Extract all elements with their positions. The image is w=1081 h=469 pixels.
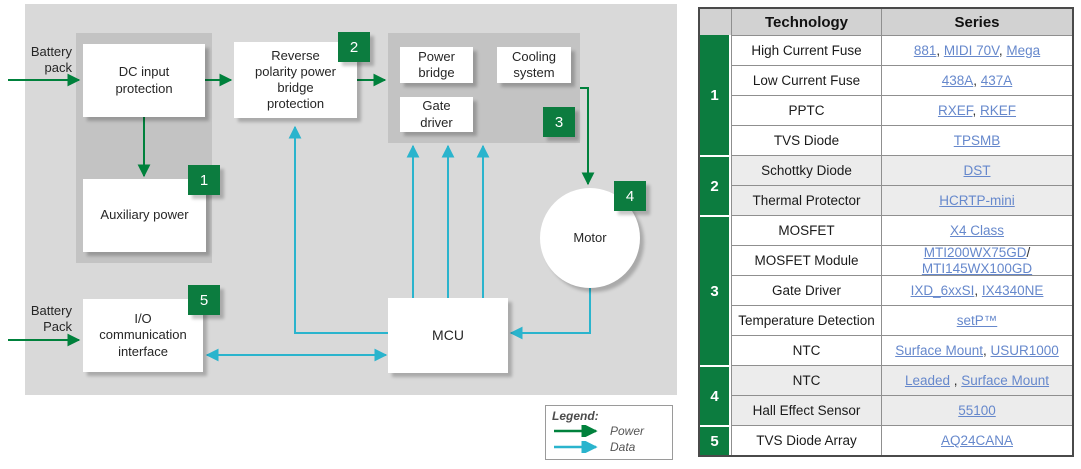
series-link[interactable]: IXD_6xxSI	[910, 282, 975, 298]
battery-pack-top-label: Battery pack	[30, 44, 72, 75]
technology-cell: Gate Driver	[731, 275, 881, 305]
series-link[interactable]: setP™	[956, 312, 998, 328]
technology-cell: MOSFET	[731, 215, 881, 245]
technology-cell: TVS Diode Array	[731, 425, 881, 455]
technology-cell: Hall Effect Sensor	[731, 395, 881, 425]
technology-cell: NTC	[731, 365, 881, 395]
legend-data-label: Data	[610, 440, 636, 454]
series-cell: setP™	[881, 305, 1072, 335]
table-group-badge-2: 2	[700, 155, 731, 215]
dc-input-protection-box: DC input protection	[83, 44, 205, 117]
series-link[interactable]: Mega	[1006, 42, 1041, 58]
series-cell: AQ24CANA	[881, 425, 1072, 455]
series-link[interactable]: 55100	[958, 402, 996, 418]
battery-pack-bottom-label: Battery Pack	[30, 303, 72, 334]
series-link[interactable]: TPSMB	[953, 132, 1001, 148]
series-separator: /	[1026, 244, 1031, 260]
table-group-badge-3: 3	[700, 215, 731, 365]
technology-cell: MOSFET Module	[731, 245, 881, 275]
badge-4: 4	[614, 181, 646, 211]
series-link[interactable]: USUR1000	[990, 342, 1059, 358]
data-arrow-icon	[554, 441, 598, 453]
series-cell: Surface Mount, USUR1000	[881, 335, 1072, 365]
legend: Legend: Power Data	[545, 405, 673, 460]
series-separator: ,	[974, 282, 982, 298]
technology-cell: Thermal Protector	[731, 185, 881, 215]
technology-cell: TVS Diode	[731, 125, 881, 155]
technology-cell: NTC	[731, 335, 881, 365]
table-group-badge-4: 4	[700, 365, 731, 425]
legend-row-power: Power	[552, 423, 666, 439]
series-cell: 55100	[881, 395, 1072, 425]
series-link[interactable]: X4 Class	[949, 222, 1005, 238]
series-cell: RXEF, RKEF	[881, 95, 1072, 125]
series-separator: ,	[998, 42, 1007, 58]
series-cell: X4 Class	[881, 215, 1072, 245]
series-link[interactable]: DST	[963, 162, 991, 178]
mcu-box: MCU	[388, 298, 508, 373]
series-link[interactable]: Leaded	[904, 372, 950, 388]
legend-title: Legend:	[552, 409, 599, 423]
series-cell: MTI200WX75GD/MTI145WX100GD	[881, 244, 1072, 276]
table-corner-cell	[700, 9, 731, 35]
reverse-polarity-protection-box: Reverse polarity power bridge protection	[234, 42, 357, 118]
series-separator: ,	[982, 342, 991, 358]
auxiliary-power-box: Auxiliary power	[83, 179, 206, 252]
technology-header: Technology	[731, 9, 881, 35]
series-header: Series	[881, 9, 1072, 35]
series-link[interactable]: RXEF	[937, 102, 973, 118]
badge-1: 1	[188, 165, 220, 195]
series-link[interactable]: 881	[913, 42, 937, 58]
badge-2: 2	[338, 32, 370, 62]
power-arrow-icon	[554, 425, 598, 437]
series-link[interactable]: HCRTP-mini	[939, 192, 1015, 208]
series-separator: ,	[972, 102, 980, 118]
series-cell: DST	[881, 155, 1072, 185]
series-link[interactable]: 438A	[941, 72, 974, 88]
legend-power-label: Power	[610, 424, 645, 438]
cooling-system-box: Cooling system	[497, 47, 571, 83]
series-cell: TPSMB	[881, 125, 1072, 155]
technology-cell: High Current Fuse	[731, 35, 881, 65]
badge-5: 5	[188, 285, 220, 315]
table-group-badge-1: 1	[700, 35, 731, 155]
series-separator: ,	[950, 372, 962, 388]
series-link[interactable]: 437A	[980, 72, 1013, 88]
series-cell: IXD_6xxSI, IX4340NE	[881, 275, 1072, 305]
technology-cell: Low Current Fuse	[731, 65, 881, 95]
series-link[interactable]: Surface Mount	[961, 372, 1050, 388]
series-cell: 438A, 437A	[881, 65, 1072, 95]
series-separator: ,	[973, 72, 981, 88]
series-link[interactable]: MTI145WX100GD	[921, 260, 1033, 276]
series-cell: HCRTP-mini	[881, 185, 1072, 215]
series-link[interactable]: MTI200WX75GD	[923, 244, 1027, 260]
series-cell: 881, MIDI 70V, Mega	[881, 35, 1072, 65]
technology-cell: Schottky Diode	[731, 155, 881, 185]
table-group-badge-5: 5	[700, 425, 731, 455]
series-link[interactable]: Surface Mount	[895, 342, 983, 358]
technology-cell: PPTC	[731, 95, 881, 125]
power-bridge-box: Power bridge	[400, 47, 473, 83]
technology-cell: Temperature Detection	[731, 305, 881, 335]
gate-driver-box: Gate driver	[400, 97, 473, 132]
series-link[interactable]: IX4340NE	[981, 282, 1044, 298]
badge-3: 3	[543, 107, 575, 137]
io-interface-box: I/O communication interface	[83, 299, 203, 372]
series-link[interactable]: AQ24CANA	[940, 432, 1014, 448]
series-link[interactable]: MIDI 70V	[943, 42, 999, 58]
legend-row-data: Data	[552, 439, 666, 455]
series-separator: ,	[936, 42, 944, 58]
series-cell: Leaded , Surface Mount	[881, 365, 1072, 395]
series-link[interactable]: RKEF	[980, 102, 1017, 118]
